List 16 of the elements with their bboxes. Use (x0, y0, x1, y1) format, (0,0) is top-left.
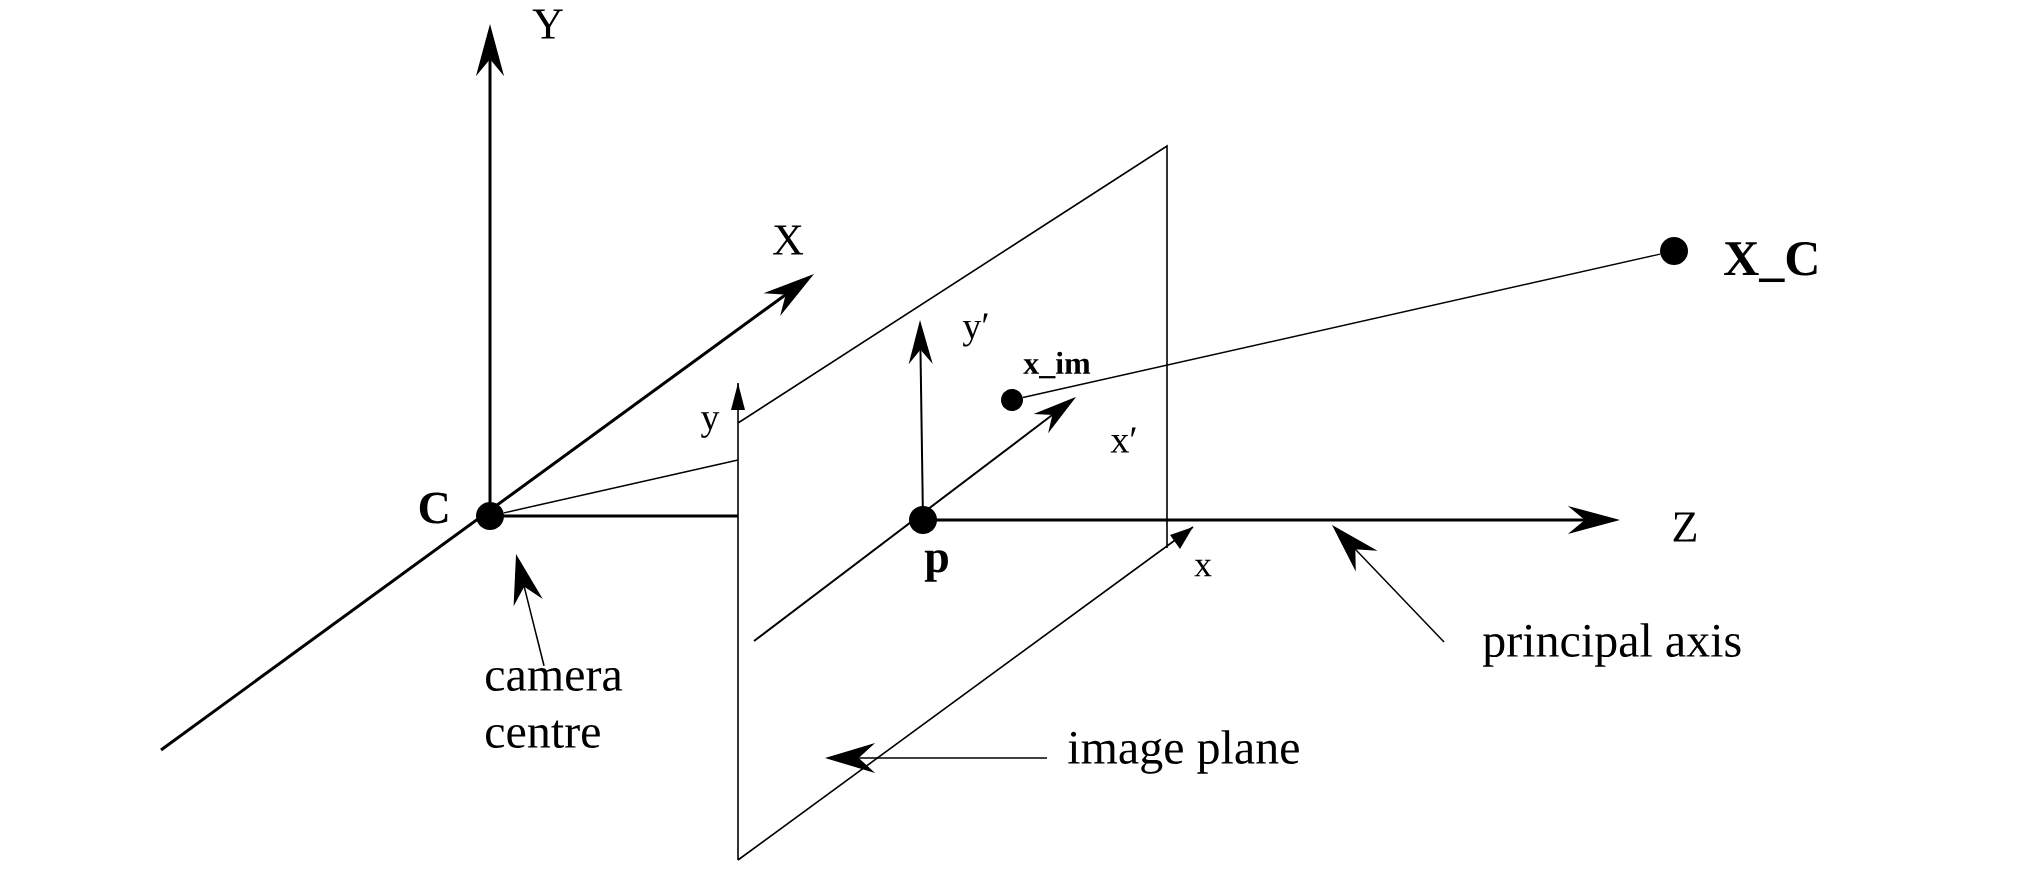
axis-label: y′ (962, 313, 988, 347)
point-label: x_im (1023, 351, 1091, 379)
callout-text: camera centre (486, 667, 623, 749)
axis-label: Z (1673, 512, 1697, 542)
line (503, 459, 739, 514)
point-label: p (924, 550, 948, 582)
axis-label: y (701, 412, 720, 438)
callout-text: principal axis (1483, 623, 1741, 667)
point-label: C (419, 492, 448, 524)
axis-label: Y (532, 9, 563, 39)
line (1022, 253, 1661, 399)
axis-label: x′ (1110, 427, 1136, 453)
point-label: X_C (1724, 241, 1817, 283)
axis-label: x (1194, 559, 1212, 577)
callout-text: image plane (1068, 730, 1299, 774)
axis-label: X (773, 225, 804, 255)
